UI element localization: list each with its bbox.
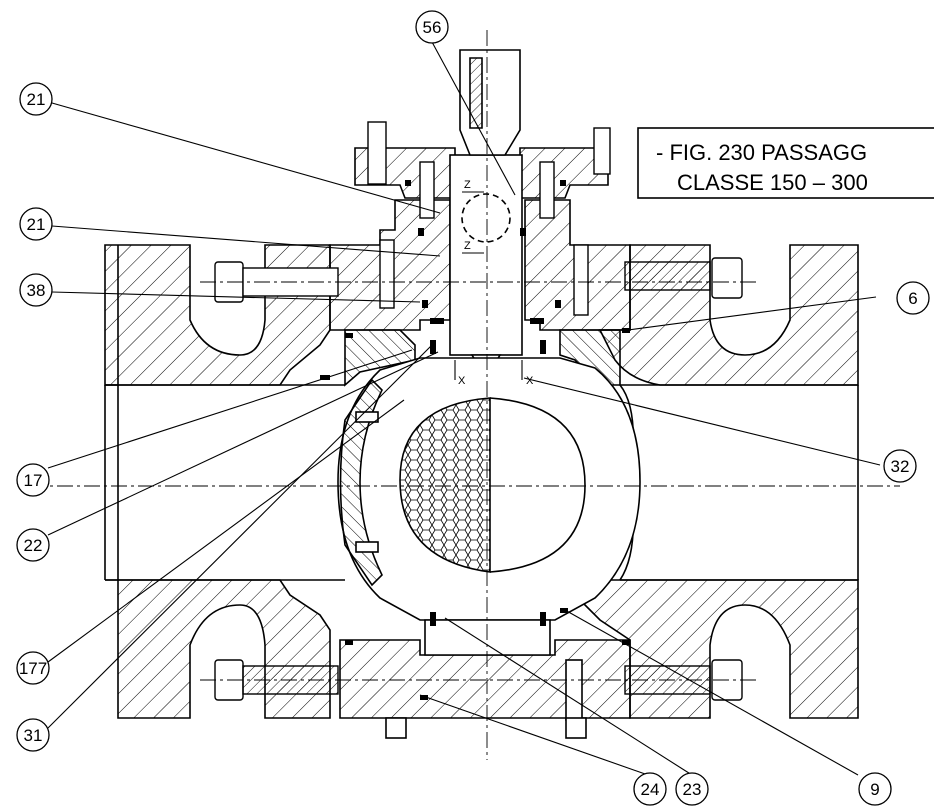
svg-text:32: 32 xyxy=(891,457,910,476)
section-x-right: X xyxy=(526,375,534,387)
balloon-32: 32 xyxy=(883,449,917,483)
svg-text:6: 6 xyxy=(908,289,917,308)
balloon-38: 38 xyxy=(19,273,53,307)
balloon-17: 17 xyxy=(16,463,50,497)
center-lines xyxy=(30,30,900,760)
balloon-21-upper: 21 xyxy=(19,82,53,116)
body-bolts xyxy=(214,257,743,701)
balloon-31: 31 xyxy=(16,718,50,752)
title-line-2: CLASSE 150 – 300 xyxy=(677,170,868,195)
balloon-9: 9 xyxy=(858,772,892,806)
balloon-23: 23 xyxy=(675,772,709,806)
svg-text:56: 56 xyxy=(423,18,442,37)
title-line-1: - FIG. 230 PASSAGG xyxy=(656,140,867,165)
lower-trunnion xyxy=(339,619,631,739)
balloon-22: 22 xyxy=(16,528,50,562)
svg-text:21: 21 xyxy=(27,215,46,234)
svg-text:177: 177 xyxy=(19,659,47,678)
svg-text:23: 23 xyxy=(683,780,702,799)
valve-body-left xyxy=(104,244,331,719)
svg-text:22: 22 xyxy=(24,536,43,555)
section-x-left: X xyxy=(458,375,466,387)
balloon-21-lower: 21 xyxy=(19,207,53,241)
ball xyxy=(337,357,641,621)
svg-text:38: 38 xyxy=(27,281,46,300)
leader-lines xyxy=(47,41,881,776)
title-box xyxy=(637,127,934,199)
balloon-24: 24 xyxy=(633,772,667,806)
svg-text:17: 17 xyxy=(24,471,43,490)
balloon-177: 177 xyxy=(16,651,50,685)
section-marks xyxy=(454,191,523,380)
stem xyxy=(449,49,523,380)
section-z-upper: Z xyxy=(464,179,471,191)
balloon-56: 56 xyxy=(415,10,449,44)
seals xyxy=(320,180,630,700)
svg-text:24: 24 xyxy=(641,780,660,799)
svg-text:9: 9 xyxy=(870,780,879,799)
section-z-lower: Z xyxy=(464,240,471,252)
svg-text:31: 31 xyxy=(24,726,43,745)
svg-text:21: 21 xyxy=(27,90,46,109)
balloon-6: 6 xyxy=(896,281,930,315)
flange-bolts-upper xyxy=(367,121,611,316)
